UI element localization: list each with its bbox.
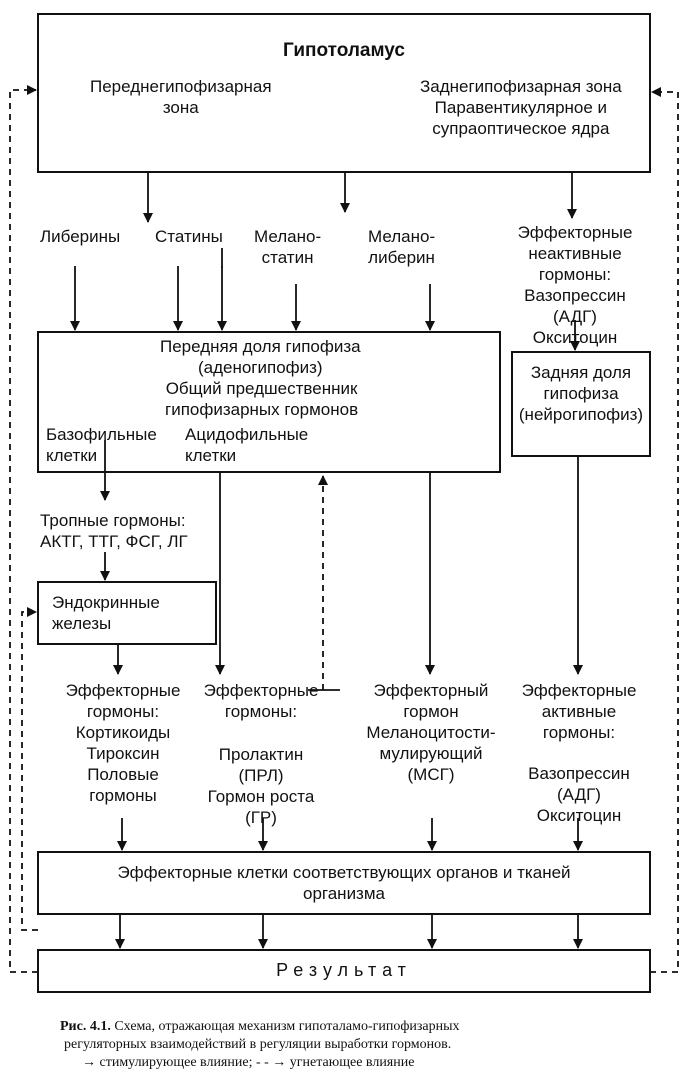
pp-line1: Задняя доля bbox=[530, 363, 632, 382]
pp-line2: гипофиза bbox=[543, 384, 619, 403]
inactive-line6: Окситоцин bbox=[532, 328, 618, 347]
col3-line1: Эффекторный bbox=[373, 681, 489, 700]
melanoliberin-line2: либерин bbox=[368, 248, 435, 267]
col4-line6: Окситоцин bbox=[536, 806, 622, 825]
figure-caption: Рис. 4.1. Схема, отражающая механизм гип… bbox=[60, 1018, 660, 1072]
col4-line1: Эффекторные bbox=[521, 681, 637, 700]
statins-label: Статины bbox=[155, 227, 223, 246]
caption-label: Рис. 4.1. bbox=[60, 1019, 111, 1034]
col2b-line3: Гормон роста bbox=[207, 787, 315, 806]
anterior-pituitary-title: Передняя доля гипофиза (аденогипофиз) bbox=[160, 336, 361, 378]
target-cells-box bbox=[37, 851, 651, 915]
endocrine-line1: Эндокринные bbox=[52, 593, 160, 612]
posterior-pituitary-label: Задняя доля гипофиза (нейрогипофиз) bbox=[512, 362, 650, 425]
liberins-label: Либерины bbox=[40, 227, 121, 246]
target-line1: Эффекторные клетки соответствующих орган… bbox=[117, 863, 571, 882]
col1-line5: Половые bbox=[87, 765, 159, 784]
col1-line2: гормоны: bbox=[86, 702, 160, 721]
inactive-line1: Эффекторные bbox=[517, 223, 633, 242]
col2-line2: гормоны: bbox=[224, 702, 298, 721]
basophil-line1: Базофильные bbox=[46, 425, 157, 444]
endocrine-glands-label: Эндокринные железы bbox=[52, 592, 160, 634]
inactive-hormones-label: Эффекторные неактивные гормоны: Вазопрес… bbox=[500, 222, 650, 348]
pp-line3: (нейрогипофиз) bbox=[518, 405, 644, 424]
col3-line5: (МСГ) bbox=[407, 765, 455, 784]
endocrine-glands-box bbox=[37, 581, 217, 645]
caption-line3: → стимулирующее влияние; - - → угнетающе… bbox=[82, 1055, 415, 1070]
col2-line1: Эффекторные bbox=[203, 681, 319, 700]
col2b-line4: (ГР) bbox=[245, 808, 277, 827]
col1-line3: Кортикоиды bbox=[75, 723, 171, 742]
effectors-col3: Эффекторный гормон Меланоцитости- мулиру… bbox=[348, 680, 514, 785]
target-cells-label: Эффекторные клетки соответствующих орган… bbox=[38, 862, 650, 904]
acidophil-line2: клетки bbox=[185, 446, 237, 465]
posterior-zone-label: Заднегипофизарная зона Паравентикулярное… bbox=[420, 76, 622, 139]
posterior-pituitary-box bbox=[511, 351, 651, 457]
posterior-zone-line3: супраоптическое ядра bbox=[432, 119, 610, 138]
precursor-line1: Общий предшественник bbox=[165, 379, 358, 398]
melanoliberin-label: Мелано- либерин bbox=[368, 226, 435, 268]
target-line2: организма bbox=[302, 884, 385, 903]
col2b-line2: (ПРЛ) bbox=[238, 766, 284, 785]
tropic-line2: АКТГ, ТТГ, ФСГ, ЛГ bbox=[40, 532, 188, 551]
feedback-left-dashed bbox=[9, 85, 38, 973]
endocrine-line2: железы bbox=[52, 614, 112, 633]
anterior-zone-label: Переднегипофизарная зона bbox=[90, 76, 272, 118]
anterior-pituitary-box bbox=[37, 331, 501, 473]
result-box bbox=[37, 949, 651, 993]
effectors-col1: Эффекторные гормоны: Кортикоиды Тироксин… bbox=[40, 680, 206, 806]
col4-line4: Вазопрессин bbox=[528, 764, 630, 783]
inactive-line5: (АДГ) bbox=[553, 307, 597, 326]
ap-title-line1: Передняя доля гипофиза bbox=[160, 337, 361, 356]
tropic-line1: Тропные гормоны: bbox=[40, 511, 186, 530]
hypothalamus-box bbox=[37, 13, 651, 173]
col4-line5: (АДГ) bbox=[557, 785, 601, 804]
inactive-line4: Вазопрессин bbox=[524, 286, 626, 305]
inactive-line2: неактивные bbox=[528, 244, 622, 263]
acidophil-line1: Ацидофильные bbox=[185, 425, 309, 444]
hypothalamus-title: Гипотоламус bbox=[283, 40, 405, 61]
melanoliberin-line1: Мелано- bbox=[368, 227, 436, 246]
col1-line1: Эффекторные bbox=[65, 681, 181, 700]
caption-line1: Схема, отражающая механизм гипоталамо-ги… bbox=[114, 1019, 460, 1034]
basophil-label: Базофильные клетки bbox=[46, 424, 157, 466]
effectors-col2: Эффекторные гормоны: bbox=[186, 680, 336, 722]
effectors-col2b: Пролактин (ПРЛ) Гормон роста (ГР) bbox=[186, 744, 336, 828]
col4-line3: гормоны: bbox=[542, 723, 616, 742]
col3-line3: Меланоцитости- bbox=[366, 723, 496, 742]
col3-line2: гормон bbox=[403, 702, 459, 721]
effectors-col4: Эффекторные активные гормоны: Вазопресси… bbox=[504, 680, 654, 826]
caption-line2: регуляторных взаимодействий в регуляции … bbox=[64, 1037, 452, 1052]
precursor-line2: гипофизарных гормонов bbox=[165, 400, 359, 419]
inactive-line3: гормоны: bbox=[538, 265, 612, 284]
feedback-endocrine-dashed bbox=[21, 607, 38, 931]
anterior-zone-line1: Переднегипофизарная bbox=[90, 77, 272, 96]
result-label: Результат bbox=[276, 960, 412, 980]
feedback-right-dashed bbox=[650, 87, 679, 973]
melanostatin-line2: статин bbox=[261, 248, 314, 267]
col2b-line1: Пролактин bbox=[218, 745, 304, 764]
ap-title-line2: (аденогипофиз) bbox=[197, 358, 323, 377]
precursor-label: Общий предшественник гипофизарных гормон… bbox=[165, 378, 358, 420]
col3-line4: мулирующий bbox=[379, 744, 483, 763]
col4-line2: активные bbox=[541, 702, 617, 721]
melanostatin-label: Мелано- статин bbox=[254, 226, 321, 268]
col1-line4: Тироксин bbox=[86, 744, 160, 763]
tropic-hormones-label: Тропные гормоны: АКТГ, ТТГ, ФСГ, ЛГ bbox=[40, 510, 188, 552]
posterior-zone-line2: Паравентикулярное и bbox=[434, 98, 608, 117]
col1-line6: гормоны bbox=[89, 786, 157, 805]
basophil-line2: клетки bbox=[46, 446, 98, 465]
posterior-zone-line1: Заднегипофизарная зона bbox=[420, 77, 622, 96]
acidophil-label: Ацидофильные клетки bbox=[185, 424, 308, 466]
anterior-zone-line2: зона bbox=[162, 98, 199, 117]
melanostatin-line1: Мелано- bbox=[254, 227, 322, 246]
